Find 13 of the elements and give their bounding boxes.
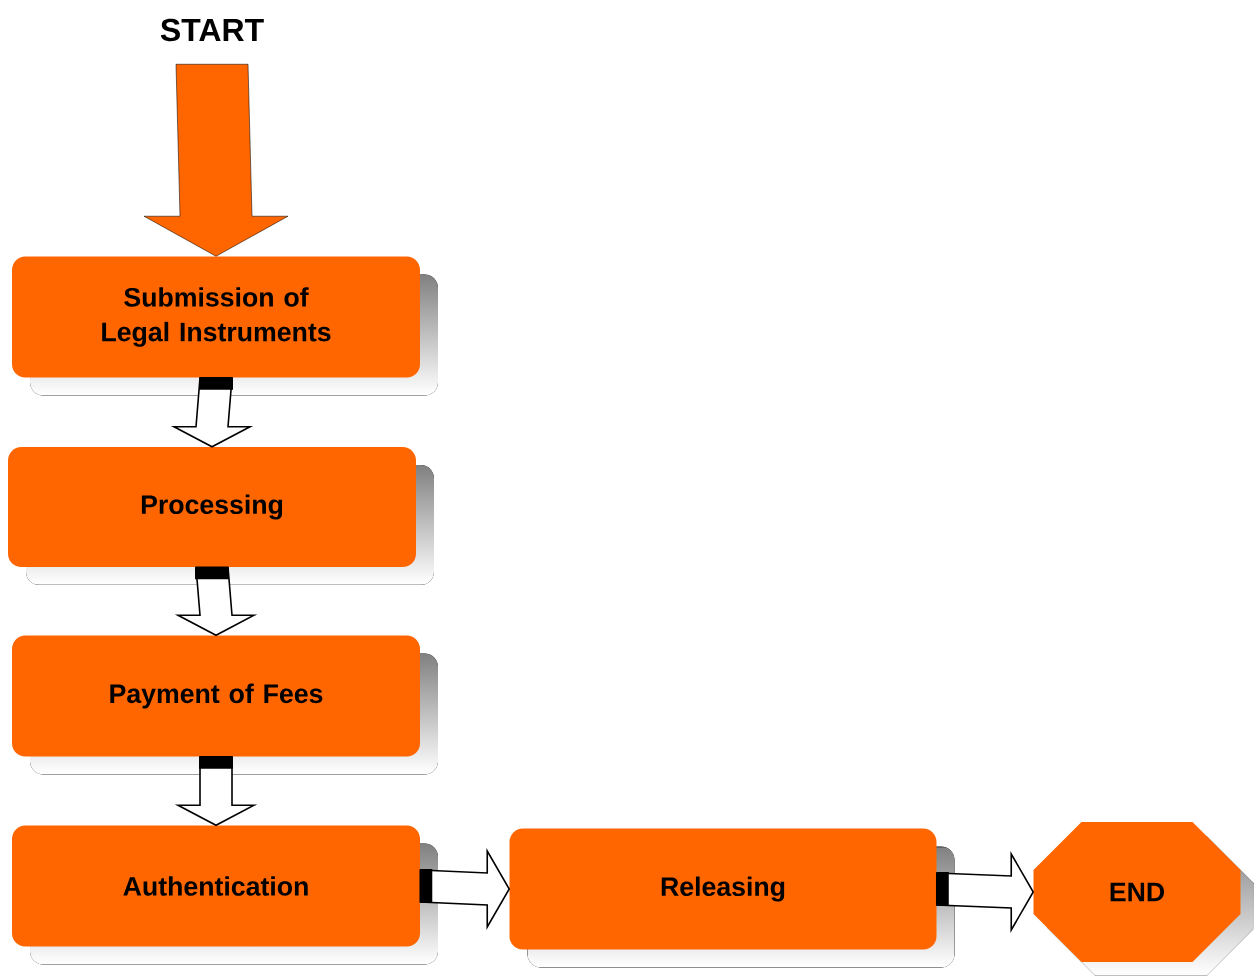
end-octagon: END	[1033, 822, 1254, 976]
process-box: Payment of Fees	[12, 635, 438, 775]
block-arrow	[419, 848, 511, 930]
process-box: Releasing	[509, 828, 955, 968]
start-label: START	[160, 18, 264, 42]
block-arrow	[935, 851, 1035, 933]
block-arrow	[143, 64, 289, 257]
process-box: Processing	[8, 447, 434, 585]
process-box: Submission of Legal Instruments	[12, 256, 438, 396]
block-arrow	[174, 755, 258, 827]
block-arrow	[174, 566, 258, 637]
block-arrow	[170, 376, 254, 448]
process-box: Authentication	[12, 825, 438, 965]
